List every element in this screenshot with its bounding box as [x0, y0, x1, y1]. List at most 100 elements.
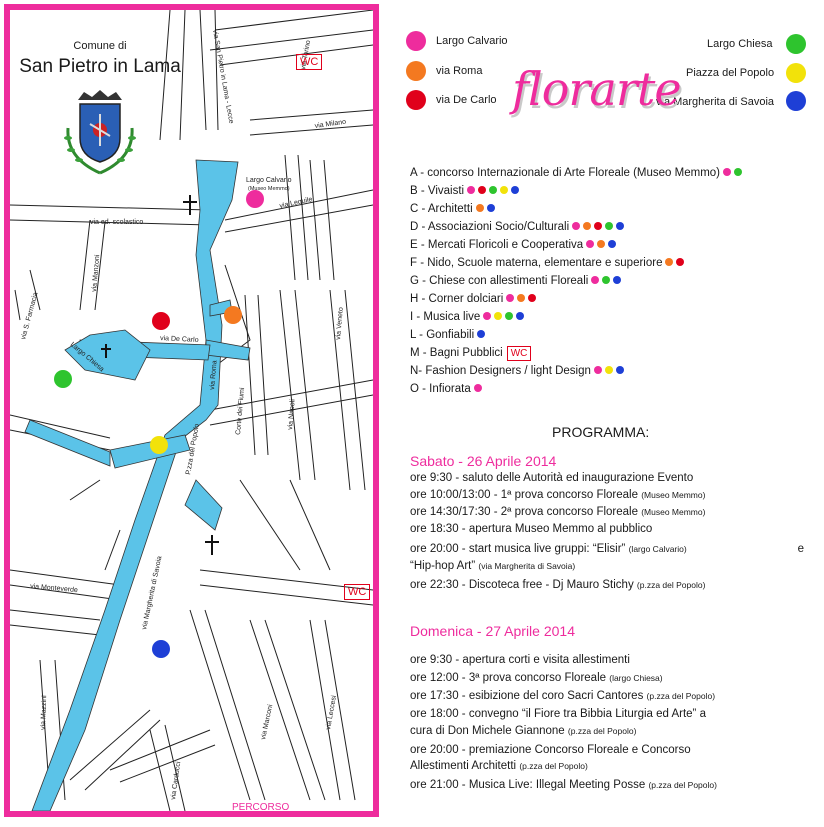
activity-dots: [588, 275, 622, 287]
location-dot: [467, 186, 476, 194]
event-item: ore 17:30 - esibizione del coro Sacri Ca…: [410, 690, 716, 702]
activity-row: B - Vivaisti: [410, 182, 820, 200]
street-napoli: via Napoli: [287, 399, 297, 431]
location-dot: [583, 222, 592, 230]
activity-dots: [473, 203, 495, 215]
legend-label-5: via Margherita di Savoia: [656, 96, 775, 108]
activity-dots: [480, 311, 525, 323]
location-dot: [473, 384, 482, 392]
activity-row: O - Infiorata: [410, 380, 820, 398]
legend-dot-1: [406, 61, 426, 81]
activity-dots: [464, 185, 520, 197]
dot-largo-calvario: [246, 190, 264, 208]
activity-dots: [591, 365, 624, 377]
location-dot: [489, 186, 498, 194]
legend-dot-3: [786, 34, 806, 54]
dot-margherita-savoia: [152, 640, 170, 658]
dot-via-de-carlo: [152, 312, 170, 330]
location-dot: [594, 222, 603, 230]
location-dot: [586, 240, 595, 248]
location-dot: [494, 312, 503, 320]
street-farmacia: via S. Farmacia: [20, 292, 39, 341]
saturday-title: Sabato - 26 Aprile 2014: [410, 453, 557, 469]
street-lequile: via Lequile: [279, 196, 313, 210]
location-dot: [597, 240, 606, 248]
logo-shadow: florarte: [514, 65, 684, 119]
event-item: Allestimenti Architetti (p.zza del Popol…: [410, 760, 588, 772]
wc-badge: WC: [506, 345, 532, 361]
comune-label: Comune di: [73, 40, 127, 52]
location-dot: [500, 186, 509, 194]
activity-row: E - Mercati Floricoli e Cooperativa: [410, 236, 820, 254]
event-item: ore 9:30 - saluto delle Autorità ed inau…: [410, 472, 694, 484]
location-dot: [478, 186, 487, 194]
activity-dots: [662, 257, 685, 269]
activity-row: L - Gonfiabili: [410, 326, 820, 344]
legend-dot-2: [406, 90, 426, 110]
location-dot: [517, 294, 526, 302]
sunday-title: Domenica - 27 Aprile 2014: [410, 623, 575, 639]
street-leccesi: via Leccesi: [325, 695, 338, 731]
street-roma: via Roma: [209, 360, 219, 390]
activity-dots: [474, 329, 486, 341]
street-marconi: via Marconi: [260, 704, 274, 741]
activity-row: G - Chiese con allestimenti Floreali: [410, 272, 820, 290]
activity-dots: [583, 239, 617, 251]
location-dot: [734, 168, 742, 176]
town-name: San Pietro in Lama: [19, 56, 181, 77]
street-monteverde: via Monteverde: [30, 583, 78, 594]
location-dot: [483, 312, 492, 320]
street-map: via San Pietro in Lama - Lecce via Torin…: [10, 10, 373, 811]
event-item: ore 20:00 - premiazione Concorso Floreal…: [410, 744, 691, 756]
location-dot: [528, 294, 537, 302]
street-savoia: via Margherita di Savoia: [141, 555, 163, 630]
location-dot: [475, 204, 484, 212]
map-footer: PERCORSO MANIFESTAZIONE: [232, 802, 290, 813]
activity-row: A - concorso Internazionale di Arte Flor…: [410, 164, 820, 182]
street-scolastico: via ed. scolastico: [90, 219, 143, 226]
event-item: “Hip-hop Art” (via Margherita di Savoia): [410, 560, 576, 572]
event-item: ore 10:00/13:00 - 1ª prova concorso Flor…: [410, 489, 706, 501]
location-dot: [723, 168, 731, 176]
location-dot: [613, 276, 622, 284]
event-item: cura di Don Michele Giannone (p.zza del …: [410, 725, 637, 737]
event-item: ore 18:00 - convegno “il Fiore tra Bibbi…: [410, 708, 706, 720]
street-decarlo: via De Carlo: [160, 335, 199, 344]
event-map: via San Pietro in Lama - Lecce via Torin…: [4, 4, 379, 817]
legend-dot-0: [406, 31, 426, 51]
legend-dot-4: [786, 63, 806, 83]
dot-via-roma: [224, 306, 242, 324]
programma-title: PROGRAMMA:: [552, 424, 650, 440]
location-dot: [511, 186, 520, 194]
location-dot: [616, 222, 625, 230]
location-dot: [505, 312, 514, 320]
location-dot: [506, 294, 515, 302]
event-item: ore 20:00 - start musica live gruppi: “E…: [410, 543, 804, 555]
street-fiumi: Corte dei Fiumi: [235, 387, 246, 435]
location-dot: [608, 240, 617, 248]
activity-dots: [720, 167, 742, 179]
street-manzoni: via Manzoni: [91, 254, 101, 292]
legend-dot-5: [786, 91, 806, 111]
activity-row: C - Architetti: [410, 200, 820, 218]
location-dot: [602, 276, 611, 284]
wc-marker-top: WC: [296, 54, 323, 70]
dot-largo-chiesa: [54, 370, 72, 388]
legend-label-2: via De Carlo: [436, 94, 497, 106]
activity-row: N- Fashion Designers / light Design: [410, 362, 820, 380]
street-mazzini: via Mazzini: [40, 695, 48, 730]
location-dot: [591, 276, 600, 284]
location-dot: [477, 330, 486, 338]
location-dot: [604, 366, 613, 374]
activity-dots: [471, 383, 482, 395]
location-dot: [516, 312, 525, 320]
street-calvario: Largo Calvario: [246, 177, 292, 184]
dot-piazza-popolo: [150, 436, 168, 454]
event-item: ore 21:00 - Musica Live: Illegal Meeting…: [410, 779, 717, 791]
street-museo: (Museo Memmo): [248, 186, 290, 192]
activity-row: F - Nido, Scuole materna, elementare e s…: [410, 254, 820, 272]
event-item: ore 18:30 - apertura Museo Memmo al pubb…: [410, 523, 653, 535]
street-veneto: via Veneto: [335, 307, 345, 340]
activity-dots: [503, 293, 537, 305]
